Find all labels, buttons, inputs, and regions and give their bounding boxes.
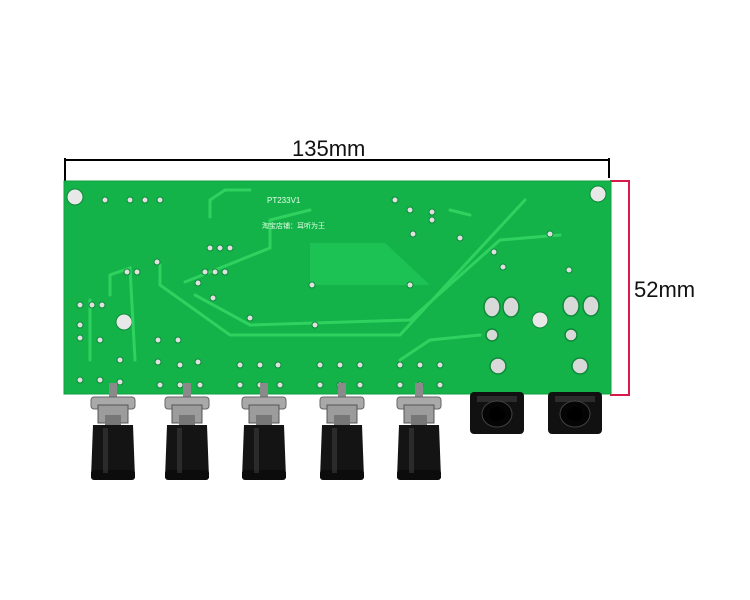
audio-jacks [470, 392, 602, 434]
pcb-board: PT233V1 淘宝店铺：耳听为王 [63, 180, 612, 395]
knob [164, 383, 210, 480]
knobs [90, 383, 442, 480]
knob [90, 383, 136, 480]
pcb-traces [88, 188, 562, 362]
board-model-text: PT233V1 [267, 196, 301, 205]
knob [319, 383, 365, 480]
audio-jack [470, 392, 524, 434]
mounting-hole [589, 185, 607, 203]
height-dimension-label: 52mm [634, 277, 696, 302]
board-shop-text: 淘宝店铺：耳听为王 [262, 221, 325, 230]
mounting-hole [115, 313, 133, 331]
knob [396, 383, 442, 480]
jack-pads [483, 295, 600, 375]
mounting-hole [531, 311, 549, 329]
height-dimension-line [610, 180, 630, 396]
audio-jack [548, 392, 602, 434]
knob [241, 383, 287, 480]
width-dimension-label: 135mm [292, 136, 366, 161]
copper-pour [310, 243, 430, 285]
mounting-hole [66, 188, 84, 206]
solder-pads [76, 196, 573, 389]
